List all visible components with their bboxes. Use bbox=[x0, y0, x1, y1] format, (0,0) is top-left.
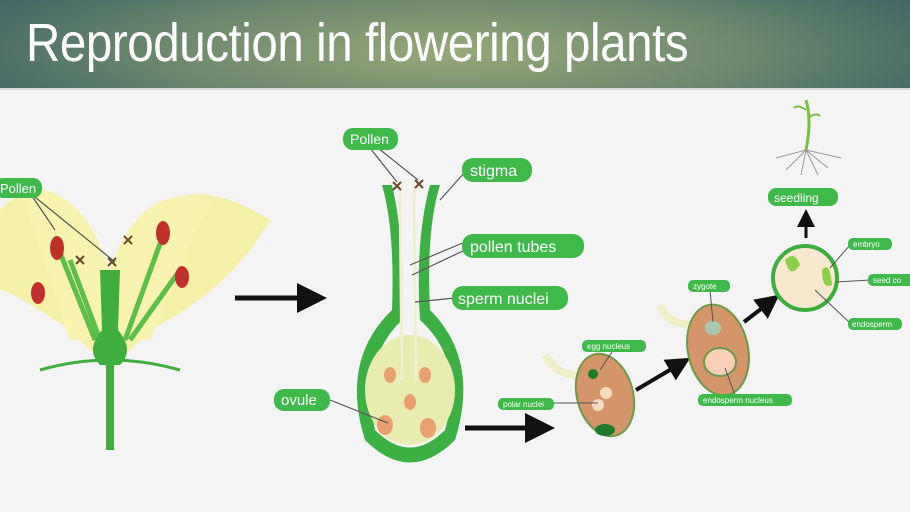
arrow-up-right-icon bbox=[742, 294, 780, 324]
label-pollen-tubes: pollen tubes bbox=[470, 239, 556, 256]
label-stigma: stigma bbox=[470, 163, 517, 180]
title-banner: Reproduction in flowering plants bbox=[0, 0, 910, 90]
ovule-fertilization-illustration: egg nucleus polar nuclei bbox=[498, 340, 646, 438]
label-zygote: zygote bbox=[693, 282, 717, 291]
page-title: Reproduction in flowering plants bbox=[26, 13, 689, 73]
zygote-stage-illustration: zygote endosperm nucleus bbox=[656, 280, 792, 406]
flower-illustration: Pollen bbox=[0, 178, 270, 450]
pistil-illustration: Pollen stigma pollen tubes sperm nuclei … bbox=[274, 128, 584, 463]
label-endosperm: endosperm bbox=[852, 320, 892, 329]
label-pollen-pistil: Pollen bbox=[350, 131, 389, 147]
seedling-illustration: seedling bbox=[768, 99, 842, 206]
seed-illustration: embryo seed co endosperm bbox=[771, 238, 910, 330]
label-seed-coat: seed co bbox=[873, 276, 902, 285]
label-pollen-flower-text: Pollen bbox=[0, 181, 36, 196]
arrow-up-right-icon bbox=[634, 357, 691, 392]
label-egg-nucleus: egg nucleus bbox=[587, 342, 630, 351]
label-ovule: ovule bbox=[281, 392, 317, 409]
label-seedling: seedling bbox=[774, 191, 819, 205]
reproduction-diagram: Pollen Pollen stigma pollen tubes sperm … bbox=[0, 99, 910, 463]
label-sperm-nuclei: sperm nuclei bbox=[458, 291, 549, 308]
label-pollen-flower bbox=[0, 178, 42, 198]
label-polar-nuclei: polar nuclei bbox=[503, 400, 544, 409]
label-endosperm-nucleus: endosperm nucleus bbox=[703, 396, 773, 405]
label-embryo: embryo bbox=[853, 240, 880, 249]
